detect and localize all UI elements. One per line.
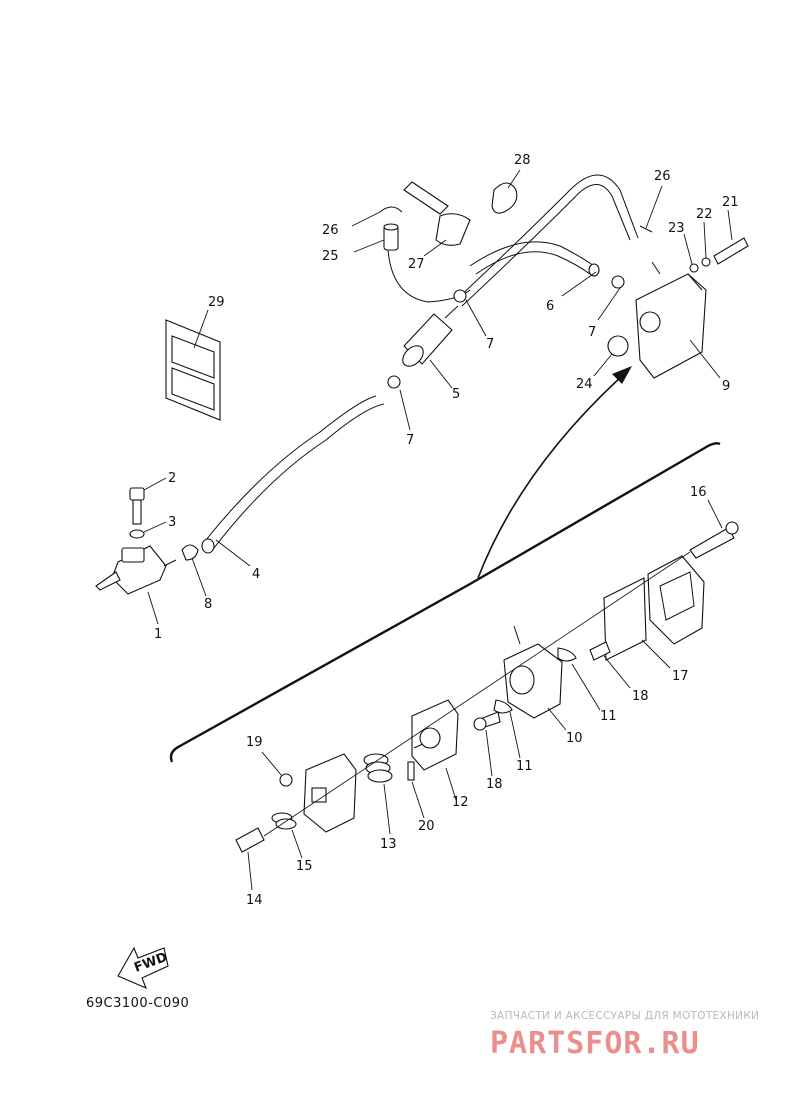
clip-7-pump (611, 275, 625, 289)
callout-18-lower: 18 (486, 777, 503, 792)
callout-7-pump: 7 (588, 325, 596, 340)
clip-7-lower (387, 375, 401, 389)
callout-22: 22 (696, 207, 713, 222)
callout-3: 3 (168, 515, 176, 530)
arrow-curve (477, 375, 623, 579)
screw-18 (589, 641, 611, 661)
washer-22 (701, 257, 711, 267)
clip-8 (181, 544, 199, 561)
fuel-joint-1 (95, 545, 177, 595)
arrow-head (612, 366, 632, 384)
callout-11-lower: 11 (516, 759, 533, 774)
spring-13 (363, 753, 393, 783)
callout-12: 12 (452, 795, 469, 810)
cover-17 (647, 555, 705, 645)
divider-line (169, 442, 721, 763)
callout-19: 19 (246, 735, 263, 750)
callout-28: 28 (514, 153, 531, 168)
callout-10: 10 (566, 731, 583, 746)
callout-25: 25 (322, 249, 339, 264)
callout-24: 24 (576, 377, 593, 392)
callout-11-upper: 11 (600, 709, 617, 724)
fuel-pump-9 (635, 261, 707, 379)
o-ring-24 (607, 335, 629, 357)
callout-6: 6 (546, 299, 554, 314)
plate-12 (411, 699, 459, 771)
washer-23 (689, 263, 699, 273)
callout-18-upper: 18 (632, 689, 649, 704)
spring-15 (271, 812, 297, 830)
diaphragm-18 (603, 577, 647, 661)
hose-joint-25 (383, 223, 399, 251)
callout-16: 16 (690, 485, 707, 500)
callout-26-right: 26 (654, 169, 671, 184)
watermark-logo: PARTSFOR.RU (490, 1026, 700, 1061)
callout-7-upper: 7 (486, 337, 494, 352)
diagram-code: 69C3100-C090 (86, 996, 190, 1011)
callout-21: 21 (722, 195, 739, 210)
pin-20 (407, 761, 415, 781)
clamp-28 (491, 182, 518, 214)
callout-15: 15 (296, 859, 313, 874)
bolt-27 (403, 181, 471, 246)
callout-5: 5 (452, 387, 460, 402)
assembly-axis (263, 551, 691, 837)
callout-4: 4 (252, 567, 260, 582)
callout-2: 2 (168, 471, 176, 486)
callout-13: 13 (380, 837, 397, 852)
screw-21 (713, 237, 749, 265)
clip-7-upper (453, 289, 467, 303)
callout-8: 8 (204, 597, 212, 612)
callout-23: 23 (668, 221, 685, 236)
bolt-2 (129, 487, 145, 525)
callout-17: 17 (672, 669, 689, 684)
callouts: 1 2 3 4 5 6 7 7 7 8 9 10 11 11 12 13 14 … (154, 153, 739, 908)
fuel-hose-4 (201, 395, 385, 554)
callout-7-lower: 7 (406, 433, 414, 448)
fuel-hose-6 (469, 241, 600, 277)
label-sheet-29 (165, 319, 221, 421)
valve-11-upper (557, 647, 577, 662)
callout-14: 14 (246, 893, 263, 908)
fuel-filter (402, 305, 459, 367)
callout-20: 20 (418, 819, 435, 834)
leader-lines (143, 169, 733, 891)
callout-29: 29 (208, 295, 225, 310)
screw-16 (689, 521, 739, 559)
screw-18-lower (473, 711, 501, 731)
clip-26-left (379, 206, 403, 213)
callout-26-left: 26 (322, 223, 339, 238)
fwd-arrow: FWD (117, 946, 170, 990)
clip-26-right (639, 225, 653, 233)
watermark-subtitle: ЗАПЧАСТИ И АКСЕССУАРЫ ДЛЯ МОТОТЕХНИКИ (490, 1010, 760, 1022)
callout-1: 1 (154, 627, 162, 642)
pump-base (303, 753, 357, 833)
washer-3 (129, 529, 145, 539)
nut-19 (279, 773, 293, 787)
pump-body-10 (503, 625, 563, 719)
plunger-14 (235, 827, 265, 853)
callout-9: 9 (722, 379, 730, 394)
callout-27: 27 (408, 257, 425, 272)
